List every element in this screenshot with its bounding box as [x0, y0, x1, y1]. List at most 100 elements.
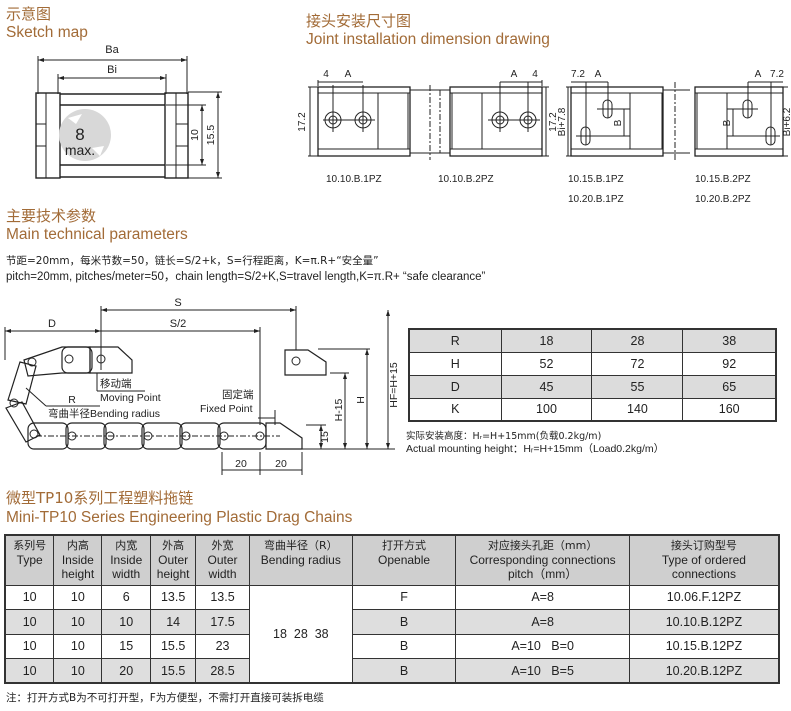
series-cell-type: 10 [4, 584, 55, 610]
pitch-label-b: 20 [275, 458, 287, 470]
header-cn: 对应接头孔距（mm） [487, 539, 598, 552]
header-en: Inside width [110, 553, 143, 581]
joint-left2-a: A [511, 69, 518, 80]
params-line-en: pitch=20mm, pitches/meter=50，chain lengt… [6, 271, 486, 283]
series-cell-oh: 13.5 [150, 584, 197, 610]
sketch-title-en: Sketch map [6, 24, 88, 41]
joint-label-10-15-b-2pz: 10.15.B.2PZ [695, 174, 751, 185]
joint-left-a: A [345, 69, 352, 80]
series-cell-iw: 10 [101, 609, 152, 635]
joint-drawing: 4 A A 4 17.2 17.2 7.2 A A 7.2 B B Bi+7.8… [297, 69, 791, 160]
joint-right2-offset: 7.2 [770, 69, 784, 80]
joint-label-10-10-b-2pz: 10.10.B.2PZ [438, 174, 494, 185]
chain-d-label: D [48, 318, 56, 330]
param-value: 18 [500, 328, 593, 353]
joint-right-h-right: Bi+6.2 [782, 107, 791, 136]
param-value: 55 [591, 374, 684, 399]
series-cell-ow: 13.5 [195, 584, 250, 610]
series-header-cell: 对应接头孔距（mm）Corresponding connections pitc… [455, 534, 630, 586]
param-value: 140 [591, 397, 684, 422]
joint-right2-b: B [722, 119, 733, 126]
pitch-label-a: 20 [235, 458, 247, 470]
moving-point-cn: 移动端 [100, 377, 132, 390]
param-value: 72 [591, 351, 684, 376]
joint-left-height: 17.2 [297, 112, 308, 132]
header-en: Type [16, 553, 43, 567]
series-cell-conn: 10.10.B.12PZ [628, 609, 780, 635]
param-value: 28 [591, 328, 684, 353]
param-value: 38 [682, 328, 777, 353]
header-cn: 外高 [162, 539, 185, 552]
param-value: 45 [500, 374, 593, 399]
series-cell-type: 10 [4, 633, 55, 659]
param-value: 52 [500, 351, 593, 376]
series-cell-pitch: A=10 B=5 [455, 658, 630, 684]
series-cell-pitch: A=8 [455, 584, 630, 610]
chain-h-minus-label: H-15 [333, 398, 345, 421]
fixed-point-cn: 固定端 [222, 388, 254, 401]
header-en: Outer height [156, 553, 190, 581]
ba-label: Ba [105, 44, 119, 56]
joint-label-10-20-b-1pz: 10.20.B.1PZ [568, 194, 624, 205]
header-en: Bending radius [260, 553, 341, 567]
chain-s2-label: S/2 [170, 318, 187, 330]
param-value: 100 [500, 397, 593, 422]
series-cell-oh: 15.5 [150, 658, 197, 684]
header-en: Inside height [61, 553, 95, 581]
series-cell-open: F [351, 584, 457, 610]
sketch-title-cn: 示意图 [6, 5, 52, 23]
joint-right-a: A [595, 69, 602, 80]
series-cell-iw: 15 [101, 633, 152, 659]
series-cell-open: B [351, 633, 457, 659]
series-cell-oh: 15.5 [150, 633, 197, 659]
footnote: 注：打开方式B为不可打开型，F为方便型，不需打开直接可装拆电缆 [6, 692, 324, 704]
series-cell-iw: 6 [101, 584, 152, 610]
header-en: Corresponding connections pitch（mm） [469, 553, 616, 581]
series-cell-ow: 17.5 [195, 609, 250, 635]
series-title-en: Mini-TP10 Series Engineering Plastic Dra… [6, 509, 353, 526]
series-header-cell: 弯曲半径（R）Bending radius [248, 534, 353, 586]
sketch-map-drawing: Ba Bi 8 max. 10 15.5 [35, 44, 222, 179]
chain-hf-label: HF=H+15 [388, 362, 400, 408]
bending-radius-cell: 18 28 38 [248, 584, 353, 684]
series-cell-ih: 10 [53, 609, 103, 635]
max-number: 8 [75, 125, 84, 144]
header-cn: 打开方式 [382, 539, 427, 552]
header-en: Openable [378, 553, 431, 567]
chain-h-label: H [355, 396, 367, 404]
series-cell-open: B [351, 658, 457, 684]
header-cn: 内高 [66, 539, 89, 552]
bi-label: Bi [107, 64, 117, 76]
param-label: R [408, 328, 502, 353]
param-value: 65 [682, 374, 777, 399]
header-en: Outer width [207, 553, 238, 581]
chain-15-label: 15 [319, 431, 331, 443]
header-cn: 系列号 [13, 539, 47, 552]
series-cell-type: 10 [4, 609, 55, 635]
joint-left2-offset: 4 [532, 69, 538, 80]
joint-title-cn: 接头安装尺寸图 [306, 12, 412, 30]
bending-radius-label: 弯曲半径Bending radius [48, 407, 160, 420]
joint-label-10-10-b-1pz: 10.10.B.1PZ [326, 174, 382, 185]
params-title-cn: 主要技术参数 [6, 207, 97, 225]
bend-r-label: R [68, 394, 76, 406]
param-label: D [408, 374, 502, 399]
header-cn: 内宽 [115, 539, 138, 552]
param-label: H [408, 351, 502, 376]
params-line-cn: 节距=20mm，每米节数=50，链长=S/2+k，S=行程距离，K=π.R+“安… [6, 255, 379, 267]
series-cell-ih: 10 [53, 633, 103, 659]
series-cell-oh: 14 [150, 609, 197, 635]
joint-title-en: Joint installation dimension drawing [306, 31, 550, 48]
header-cn: 接头订购型号 [670, 539, 737, 552]
series-cell-iw: 20 [101, 658, 152, 684]
